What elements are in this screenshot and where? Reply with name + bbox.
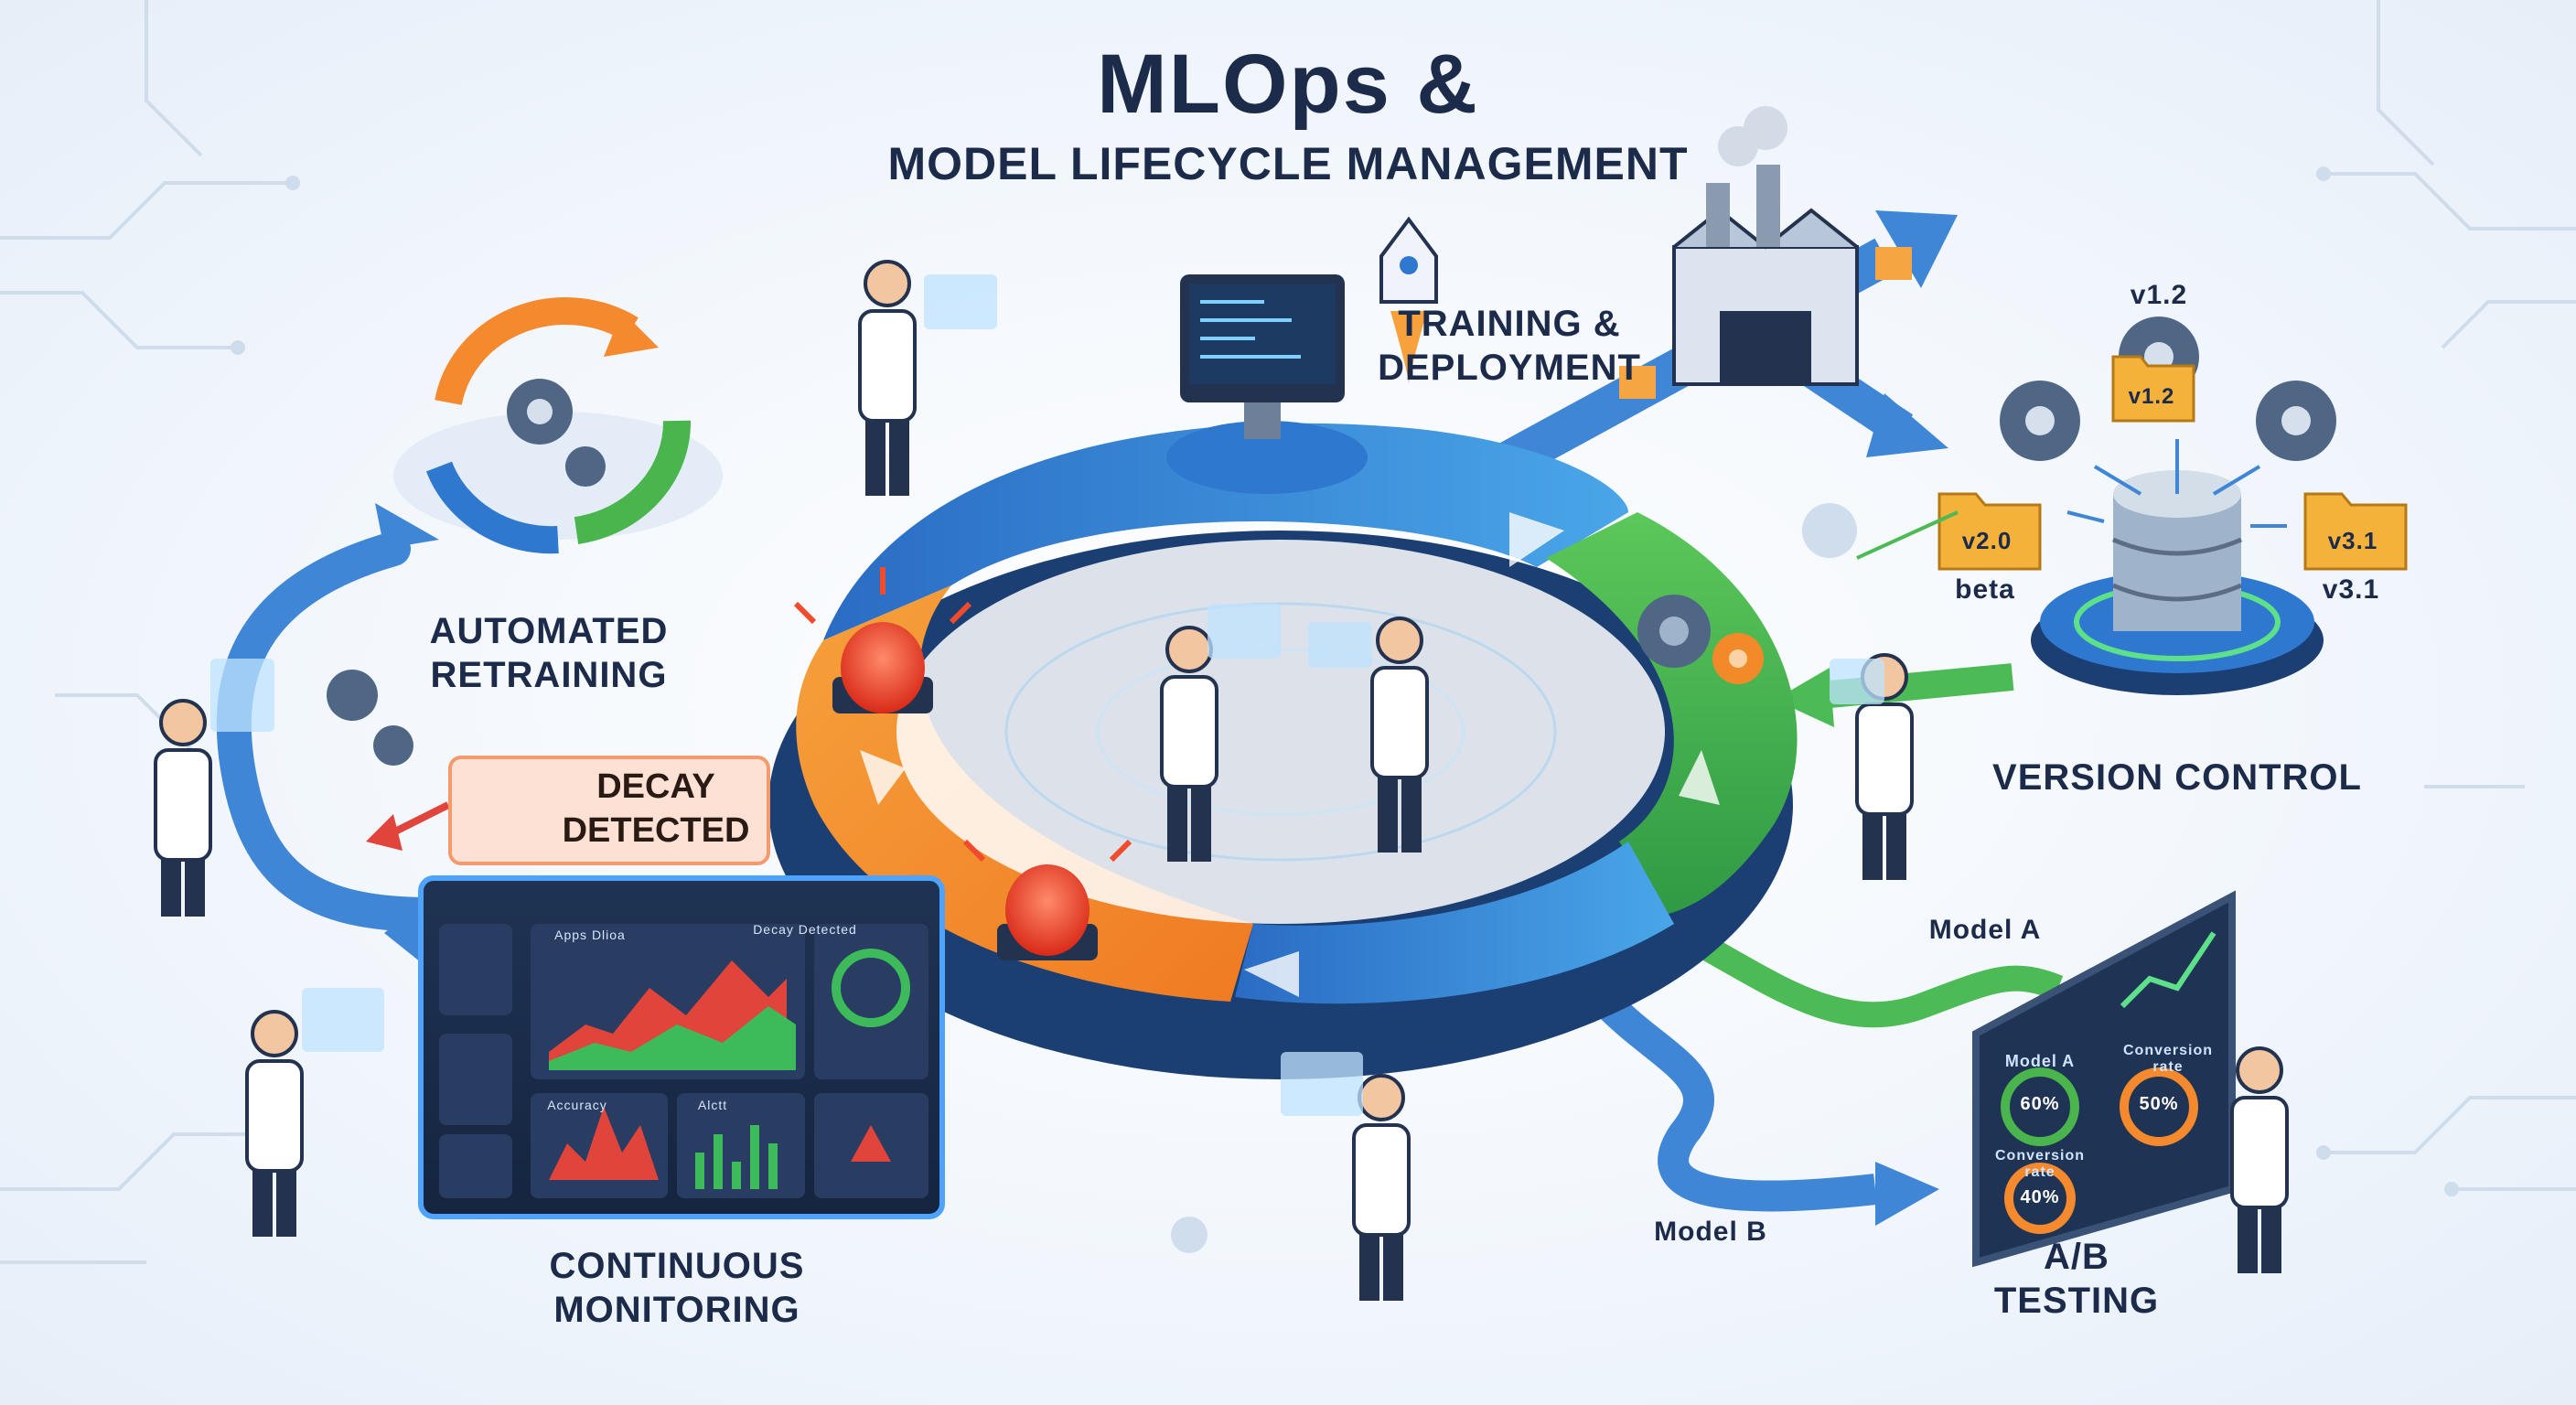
factory-icon [1619,106,1912,399]
retraining-cycle-icon [393,297,723,554]
ab-panel-model-a: Model A [2004,1052,2076,1070]
ring-green-right [1546,512,1798,915]
stage-retraining-label: AUTOMATED RETRAINING [402,609,695,697]
dashboard-badge: Decay Detected [753,922,857,937]
version-beta: beta [1955,574,2015,605]
database-icon [2031,470,2324,695]
stage-monitoring-label: CONTINUOUS MONITORING [512,1244,842,1332]
model-b-path [1598,994,1877,1212]
alert-beacon-2 [962,839,1132,960]
model-b-label: Model B [1654,1217,1767,1247]
circuit-pattern [0,0,2576,1264]
decay-alert-line1: DECAY [596,767,715,806]
ring-blue-bottom [1235,842,1674,1004]
ring-inner [896,540,1665,924]
person-left [154,699,212,917]
dashboard-panel-main: Apps Dlioa [554,928,626,942]
decay-alert-text: DECAY DETECTED [551,765,761,853]
dashboard-panel-accuracy: Accuracy [547,1098,607,1112]
version-v31: v3.1 [2322,574,2380,605]
rocket-icon [1379,216,1438,384]
ab-pct-3: 40% [2020,1187,2060,1207]
page-subtitle: MODEL LIFECYCLE MANAGEMENT [887,138,1689,189]
person-bottom-center [1352,1074,1411,1301]
folder-v12: v1.2 [2128,384,2175,409]
holo-screens [210,274,1884,1116]
ab-pct-1: 60% [2020,1094,2060,1114]
ring-gears [1637,595,1764,684]
person-center-right [1370,617,1429,853]
stage-monitoring-line1: CONTINUOUS [549,1246,805,1286]
folder-v20: v2.0 [1961,527,2012,554]
stage-monitoring-line2: MONITORING [553,1290,800,1330]
stage-retraining-line1: AUTOMATED [429,611,669,651]
person-ab [2230,1046,2289,1273]
person-bottom-left [245,1010,304,1237]
people [154,260,2289,1301]
stage-training-line2: DEPLOYMENT [1378,348,1641,388]
alert-beacon-1 [793,567,972,713]
stage-version-label: VERSION CONTROL [1992,757,2362,798]
page-title: MLOps & [1097,38,1479,131]
ab-panel-conversion-1: Conversion rate [2122,1043,2213,1075]
decay-alert-box: DECAY DETECTED [448,756,770,865]
ab-pct-2: 50% [2139,1094,2179,1114]
monitoring-dashboard [418,875,945,1219]
stage-training-line1: TRAINING & [1398,304,1621,344]
folder-v31: v3.1 [2327,527,2378,554]
version-folders [1937,355,2408,571]
ab-panel-conversion-2: Conversion rate [1994,1148,2085,1180]
person-top [858,260,917,496]
retrain-to-monitor-arrow [216,531,447,932]
version-v12-top: v1.2 [2130,280,2188,310]
side-gears [327,503,1857,1253]
stage-ab-line1: A/B [2044,1237,2109,1277]
decay-alert-line2: DETECTED [562,811,750,850]
stage-ab-line2: TESTING [1993,1281,2160,1321]
ring-blue-top [823,423,1628,640]
stage-retraining-line2: RETRAINING [430,655,668,695]
stage-training-label: TRAINING & DEPLOYMENT [1372,302,1647,390]
training-monitor [1166,274,1368,494]
model-a-label: Model A [1928,915,2042,945]
dashboard-panel-second: Alctt [697,1098,728,1112]
stage-ab-label: A/B TESTING [1985,1235,2168,1323]
person-center-left [1160,626,1218,862]
